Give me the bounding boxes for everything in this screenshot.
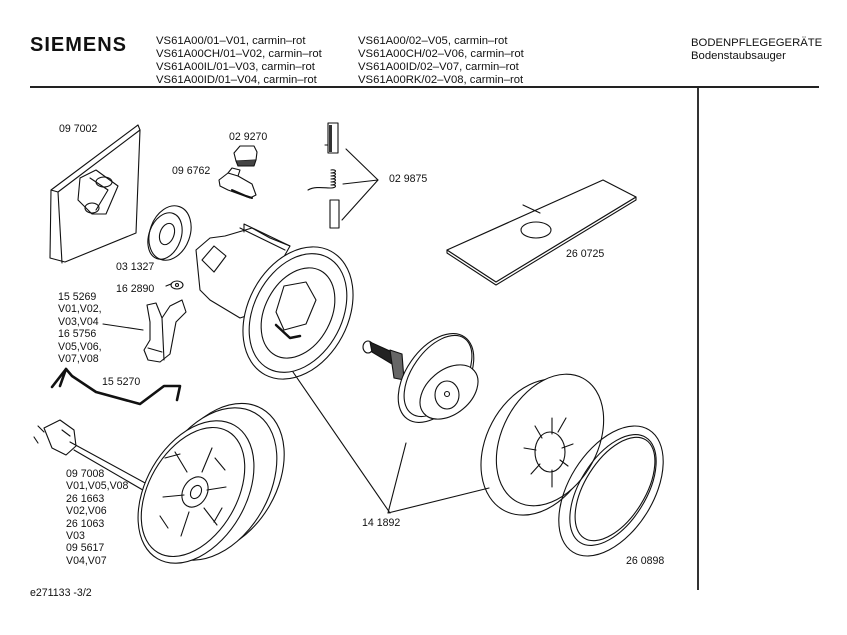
part-filter-pad xyxy=(50,125,140,263)
label-switch-cap: 02 9270 xyxy=(229,131,268,143)
part-motor-armature xyxy=(363,320,489,513)
part-carbon-brush-set xyxy=(308,123,378,228)
header-divider xyxy=(30,86,819,88)
part-switch xyxy=(219,168,256,198)
category-block: BODENPFLEGEGERÄTE Bodenstaubsauger xyxy=(691,37,822,63)
part-bearing-ring xyxy=(142,200,199,266)
label-line: 09 7008 xyxy=(66,468,105,480)
part-seal-plate xyxy=(447,180,636,285)
part-switch-cap xyxy=(234,146,257,166)
label-line: V02,V06 xyxy=(66,505,107,518)
label-line: V03,V04 xyxy=(58,315,99,328)
vertical-divider xyxy=(697,88,699,590)
model-item: VS61A00RK/02–V08, carmin–rot xyxy=(358,74,524,86)
label-seal-plate: 26 0725 xyxy=(566,248,605,260)
label-switch: 09 6762 xyxy=(172,165,211,177)
label-carbon-brush-set: 02 9875 xyxy=(389,173,428,185)
label-clip: 16 2890 xyxy=(116,283,155,295)
label-filter-pad: 09 7002 xyxy=(59,123,98,135)
model-item: VS61A00ID/02–V07, carmin–rot xyxy=(358,61,519,73)
label-bearing-ring: 03 1327 xyxy=(116,261,155,273)
model-item: VS61A00/02–V05, carmin–rot xyxy=(358,35,508,47)
brand-logo: SIEMENS xyxy=(30,34,128,56)
document-id: e271133 -3/2 xyxy=(30,587,92,599)
label-line: V07,V08 xyxy=(58,353,99,366)
category-title: BODENPFLEGEGERÄTE xyxy=(691,37,823,49)
part-cord-reel xyxy=(114,381,309,583)
label-line: 09 5617 xyxy=(66,542,105,555)
label-line: V03 xyxy=(66,530,85,543)
label-line: V01,V05,V08 xyxy=(66,480,129,493)
part-motor-housing xyxy=(196,224,390,513)
label-line: V04,V07 xyxy=(66,554,107,567)
part-gasket-ring xyxy=(537,408,685,575)
label-line: 16 5756 xyxy=(58,328,97,341)
label-line: V01,V02, xyxy=(58,303,102,316)
label-line: V05,V06, xyxy=(58,340,102,353)
label-holder-bracket: 15 5269 V01,V02, V03,V04 16 5756 V05,V06… xyxy=(58,291,102,365)
label-wire-bracket: 15 5270 xyxy=(102,376,141,388)
model-list-1: VS61A00/01–V01, carmin–rot VS61A00CH/01–… xyxy=(156,35,322,87)
model-item: VS61A00/01–V01, carmin–rot xyxy=(156,35,306,47)
model-list-2: VS61A00/02–V05, carmin–rot VS61A00CH/02–… xyxy=(358,35,524,87)
model-item: VS61A00ID/01–V04, carmin–rot xyxy=(156,74,317,86)
label-line: 26 1063 xyxy=(66,517,105,530)
part-clip xyxy=(166,281,183,289)
label-motor: 14 1892 xyxy=(362,517,401,529)
label-line: 15 5269 xyxy=(58,291,97,303)
part-holder-bracket xyxy=(103,300,186,362)
label-cord-reel: 09 7008 V01,V05,V08 26 1663 V02,V06 26 1… xyxy=(66,468,128,567)
category-subtitle: Bodenstaubsauger xyxy=(691,50,786,62)
label-line: 26 1663 xyxy=(66,492,105,505)
model-item: VS61A00IL/01–V03, carmin–rot xyxy=(156,61,315,73)
model-item: VS61A00CH/02–V06, carmin–rot xyxy=(358,48,524,60)
part-wire-bracket xyxy=(52,369,180,404)
model-item: VS61A00CH/01–V02, carmin–rot xyxy=(156,48,322,60)
label-gasket-ring: 26 0898 xyxy=(626,555,665,567)
